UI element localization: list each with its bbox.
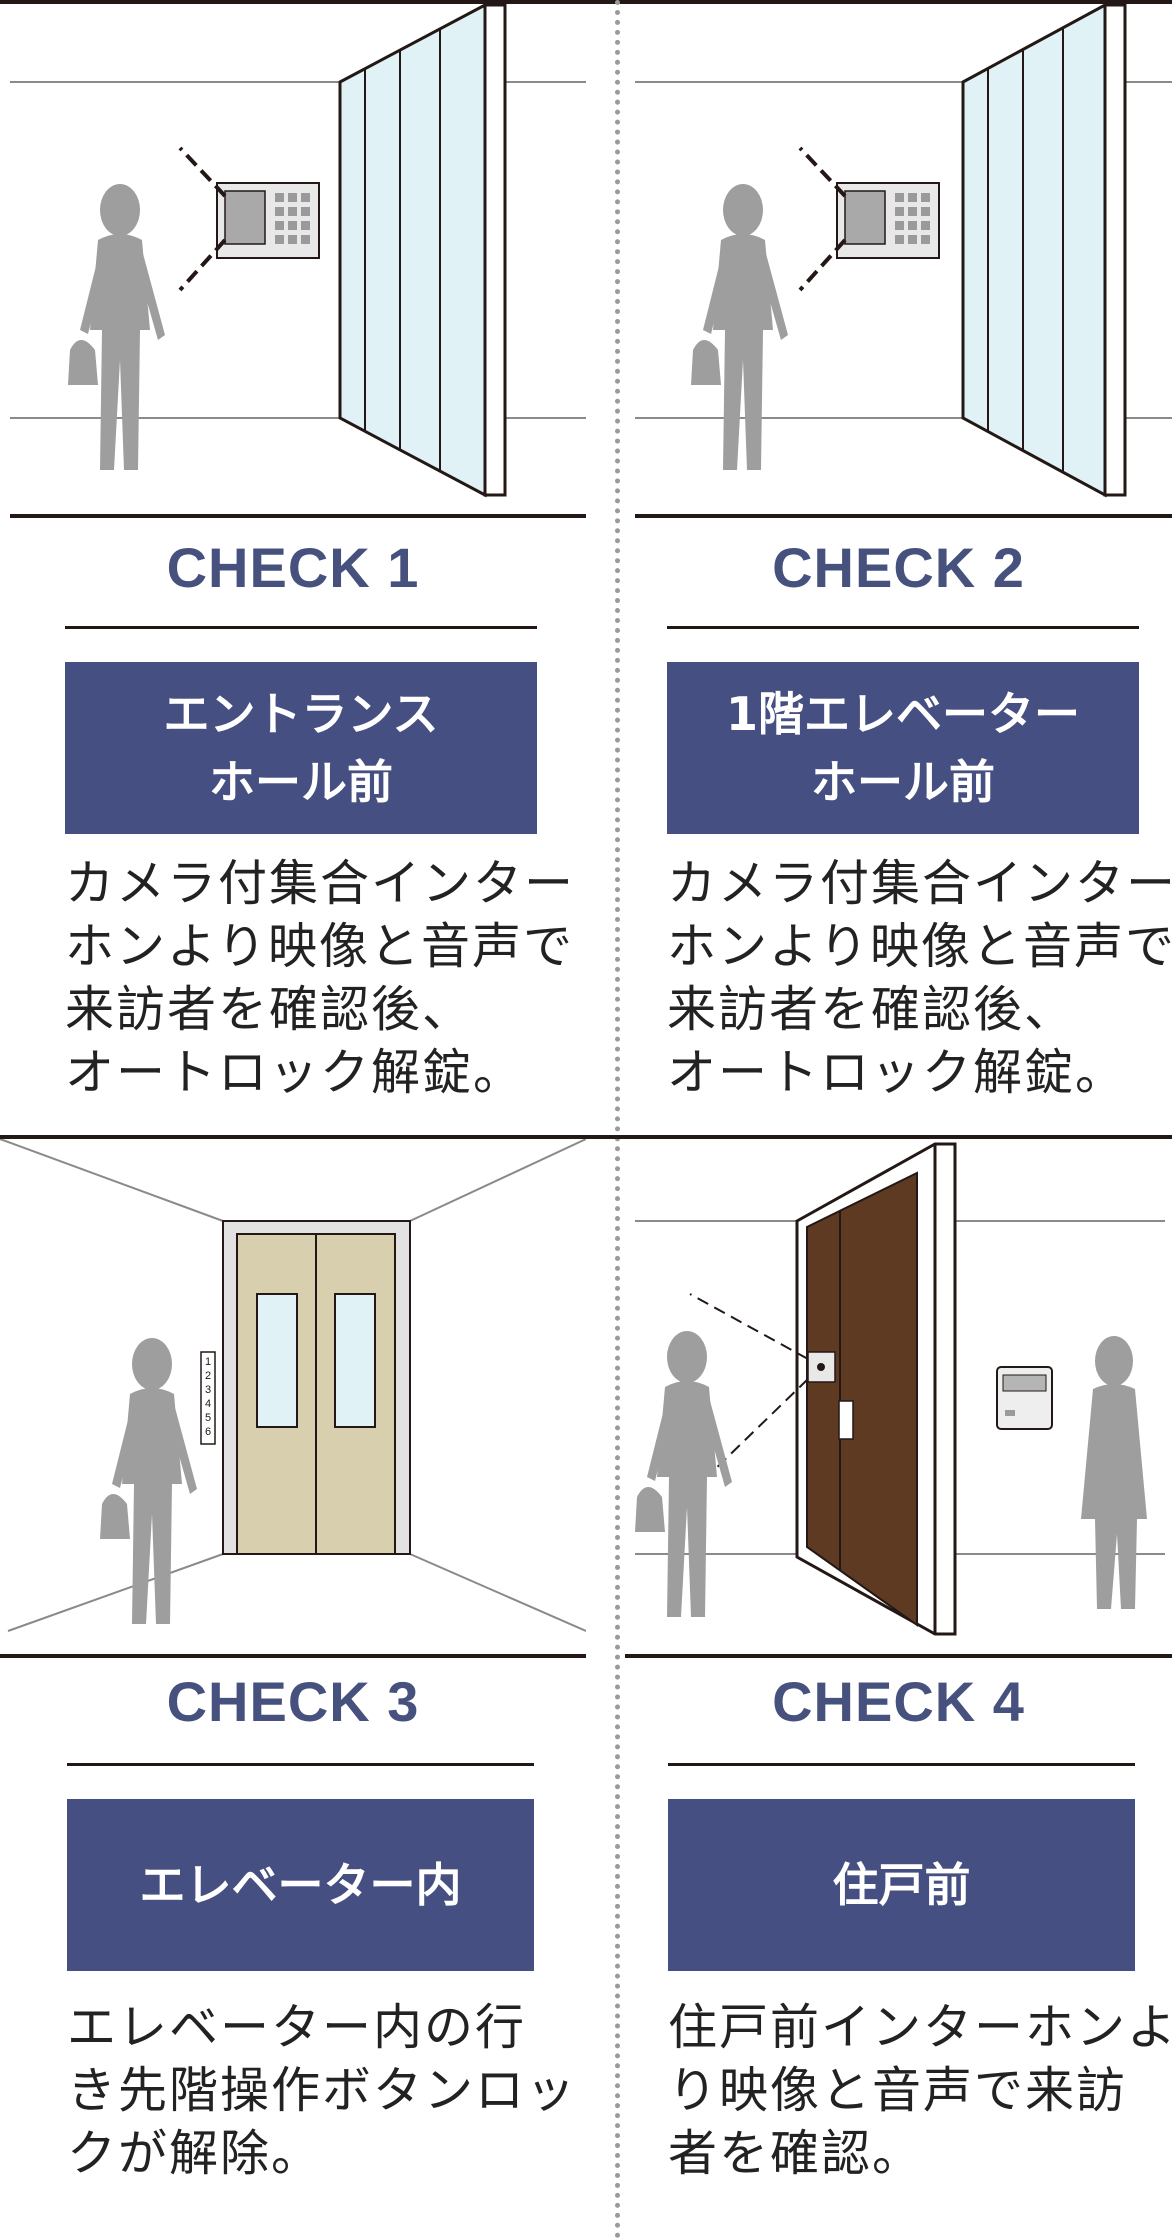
desc-line: 住戸前インターホンよ [668,1999,1172,2056]
desc-line: オートロック解錠。 [65,1044,525,1101]
check-label: CHECK 4 [772,1670,1025,1733]
desc-line: 来訪者を確認後、 [65,981,474,1038]
elevator-button: 5 [205,1412,211,1424]
glass-door-icon [961,2,1127,498]
camera-intercom-icon [178,146,320,292]
desc-line: り映像と音声で来訪 [668,2062,1128,2119]
title-line: ホール前 [209,755,393,809]
check-underline [667,626,1139,629]
desc-line: き先階操作ボタンロッ [67,2062,578,2119]
description: カメラ付集合インター ホンより映像と音声で 来訪者を確認後、 オートロック解錠。 [667,852,1172,1104]
location-title-box: 1階エレベーター ホール前 [667,662,1139,834]
desc-line: オートロック解錠。 [667,1044,1127,1101]
woman-figure-icon [691,184,788,470]
glass-door-icon [338,2,507,498]
title-line: 1階エレベーター [725,687,1080,741]
desc-line: 来訪者を確認後、 [667,981,1076,1038]
woman-figure-icon [100,1338,197,1624]
check-underline [67,1763,534,1766]
elevator-button: 1 [205,1356,211,1368]
desc-line: 者を確認。 [668,2125,924,2182]
elevator-door-icon [222,1220,411,1555]
residence-door-illustration [625,1142,1172,1658]
camera-view-line [689,1293,809,1360]
elevator-hall-illustration [635,2,1172,518]
desc-line: クが解除。 [67,2125,323,2182]
woman-figure-icon [635,1331,732,1617]
title-line: ホール前 [811,755,995,809]
panel-check-4: CHECK 4 住戸前 住戸前インターホンよ り映像と音声で来訪 者を確認。 [625,1139,1172,2240]
entrance-illustration [10,2,586,518]
elevator-button: 2 [205,1370,211,1382]
desc-line: カメラ付集合インター [667,855,1172,912]
resident-figure-icon [1081,1336,1147,1609]
description: エレベーター内の行 き先階操作ボタンロッ クが解除。 [67,1996,577,2185]
description: 住戸前インターホンよ り映像と音声で来訪 者を確認。 [668,1996,1172,2185]
title-line: 住戸前 [832,1858,971,1912]
description: カメラ付集合インター ホンより映像と音声で 来訪者を確認後、 オートロック解錠。 [65,852,575,1104]
desc-line: ホンより映像と音声で [65,918,575,975]
location-title-box: エントランス ホール前 [65,662,537,834]
check-label: CHECK 2 [772,536,1025,599]
desc-line: ホンより映像と音声で [667,918,1172,975]
camera-intercom-icon [798,146,940,292]
woman-figure-icon [68,184,165,470]
camera-view-line [709,1378,809,1475]
desc-line: カメラ付集合インター [65,855,576,912]
check-underline [668,1763,1135,1766]
elevator-interior-illustration: 1 2 3 4 5 6 [0,1139,586,1658]
panel-check-3: 1 2 3 4 5 6 CHECK 3 エレベーター内 エレベーター内の行 き先… [0,1139,586,2240]
check-label: CHECK 3 [166,1670,420,1733]
elevator-button: 3 [205,1384,211,1396]
elevator-button: 6 [205,1426,211,1438]
location-title-box: エレベーター内 [67,1799,534,1971]
check-underline [65,626,537,629]
elevator-button-panel-icon: 1 2 3 4 5 6 [200,1351,216,1445]
elevator-button: 4 [205,1398,211,1410]
panel-check-1: CHECK 1 エントランス ホール前 カメラ付集合インター ホンより映像と音声… [0,0,586,1135]
intercom-monitor-icon [996,1366,1053,1430]
entry-door-icon [795,1142,957,1636]
center-dotted-divider [615,0,620,2240]
top-rule [0,0,1172,4]
title-line: エレベーター内 [139,1858,462,1912]
location-title-box: 住戸前 [668,1799,1135,1971]
title-line: エントランス [163,687,439,741]
check-label: CHECK 1 [166,536,420,599]
panel-check-2: CHECK 2 1階エレベーター ホール前 カメラ付集合インター ホンより映像と… [625,0,1172,1135]
middle-rule [0,1135,1172,1139]
desc-line: エレベーター内の行 [67,1999,527,2056]
